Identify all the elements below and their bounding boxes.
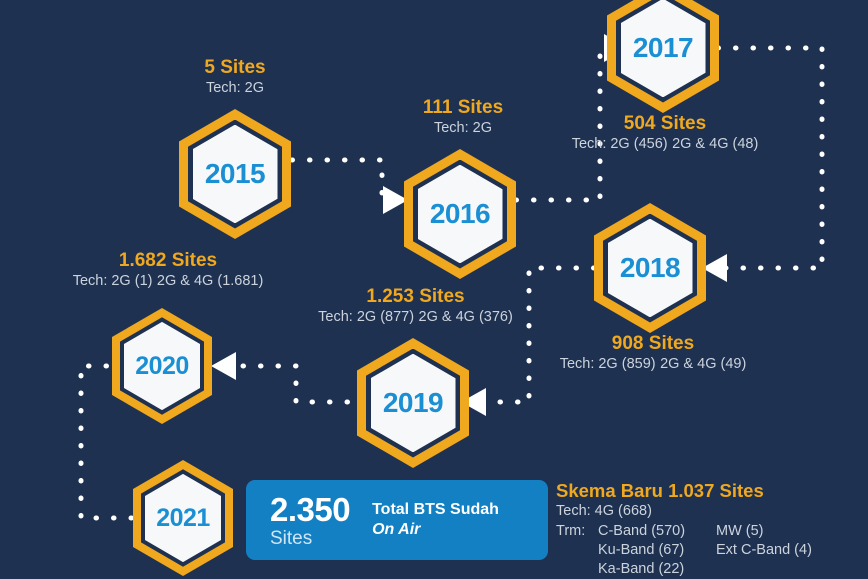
skema-trm-row-1-left: Ku-Band (67) (598, 542, 685, 559)
label-2015-sub-1: Tech: 2G (205, 80, 265, 97)
label-2020: 1.682 Sites Tech: 2G (1) 2G & 4G (1.681) (68, 249, 268, 291)
skema-trm-row-2-left: Ka-Band (22) (598, 561, 685, 578)
label-2019-headline: 1.253 Sites (366, 286, 465, 307)
connector-2017-2018 (715, 45, 825, 271)
node-2016[interactable]: 2016 (404, 149, 516, 279)
skema-baru-block: Skema Baru 1.037 Sites Tech: 4G (668) Tr… (556, 480, 812, 579)
label-2020-sub-1: Tech: 2G (1) (72, 273, 153, 290)
skema-trm-row-0-left: C-Band (570) (598, 522, 686, 539)
total-caption-line1: Total BTS Sudah (372, 501, 499, 519)
label-2020-sub-2: 2G & 4G (1.681) (156, 273, 264, 290)
skema-tech-line: Tech: 4G (668) (556, 503, 652, 520)
label-2017: 504 Sites Tech: 2G (456) 2G & 4G (48) (570, 112, 760, 154)
label-2019-sub-2: 2G & 4G (376) (418, 309, 513, 326)
total-sites-number: 2.350 (270, 490, 351, 528)
node-2018-year: 2018 (619, 252, 681, 283)
connector-2019-2020 (228, 363, 368, 405)
label-2016-sub-1: Tech: 2G (433, 120, 493, 137)
total-number-column: 2.350 Sites (246, 490, 351, 549)
label-2016-sublines: Tech: 2G (434, 119, 492, 138)
hexagon-face-2018 (607, 218, 693, 318)
label-2018-headline: 908 Sites (611, 333, 695, 354)
skema-trm-row-2-right (716, 560, 812, 579)
label-2017-sub-2: 2G & 4G (48) (672, 136, 759, 153)
total-caption-line2: On Air (372, 521, 421, 538)
label-2020-headline: 1.682 Sites (118, 250, 218, 271)
node-2018[interactable]: 2018 (594, 203, 706, 333)
skema-trm-grid: Trm: C-Band (570) MW (5) Ku-Band (67) Ex… (556, 522, 812, 579)
label-2017-sublines: Tech: 2G (456) 2G & 4G (48) (572, 135, 759, 154)
total-sites-unit: Sites (270, 527, 313, 549)
hexagon-face-2019 (370, 353, 456, 453)
label-2019-sublines: Tech: 2G (877) 2G & 4G (376) (318, 308, 513, 327)
connector-2015-2016 (289, 157, 391, 203)
label-2018-sub-1: Tech: 2G (859) (559, 356, 656, 373)
label-2015: 5 Sites Tech: 2G (145, 56, 325, 98)
label-2015-headline: 5 Sites (204, 57, 266, 78)
label-2015-sublines: Tech: 2G (206, 79, 264, 98)
skema-trm-label: Trm: (556, 522, 586, 539)
skema-trm-spacer-2 (556, 560, 598, 579)
label-2018: 908 Sites Tech: 2G (859) 2G & 4G (49) (558, 332, 748, 374)
skema-trm-row-0-right: MW (5) (716, 522, 764, 539)
label-2020-sublines: Tech: 2G (1) 2G & 4G (1.681) (73, 272, 264, 291)
node-2021-year: 2021 (156, 503, 210, 532)
label-2018-sub-2: 2G & 4G (49) (660, 356, 747, 373)
node-2020[interactable]: 2020 (112, 308, 212, 424)
node-2015-year: 2015 (204, 158, 266, 189)
label-2018-sublines: Tech: 2G (859) 2G & 4G (49) (560, 355, 747, 374)
label-2019: 1.253 Sites Tech: 2G (877) 2G & 4G (376) (318, 285, 513, 327)
node-2019[interactable]: 2019 (357, 338, 469, 468)
node-2020-year: 2020 (135, 351, 189, 380)
skema-trm-spacer-1 (556, 541, 598, 560)
label-2017-sub-1: Tech: 2G (456) (571, 136, 668, 153)
skema-title: Skema Baru 1.037 Sites (556, 480, 764, 501)
label-2016-headline: 111 Sites (422, 97, 504, 118)
node-2017-year: 2017 (632, 32, 694, 63)
label-2016: 111 Sites Tech: 2G (368, 96, 558, 138)
node-2021[interactable]: 2021 (133, 460, 233, 576)
node-2016-year: 2016 (429, 198, 491, 229)
label-2019-sub-1: Tech: 2G (877) (318, 309, 415, 326)
arrowhead-into-2020 (211, 352, 236, 380)
node-2019-year: 2019 (382, 387, 444, 418)
total-bts-summary-box: 2.350 Sites Total BTS Sudah On Air (246, 480, 548, 560)
skema-trm-row-1-right: Ext C-Band (4) (716, 542, 812, 559)
label-2017-headline: 504 Sites (623, 113, 707, 134)
node-2017[interactable]: 2017 (607, 0, 719, 113)
total-caption-column: Total BTS Sudah On Air (372, 500, 499, 539)
node-2015[interactable]: 2015 (179, 109, 291, 239)
